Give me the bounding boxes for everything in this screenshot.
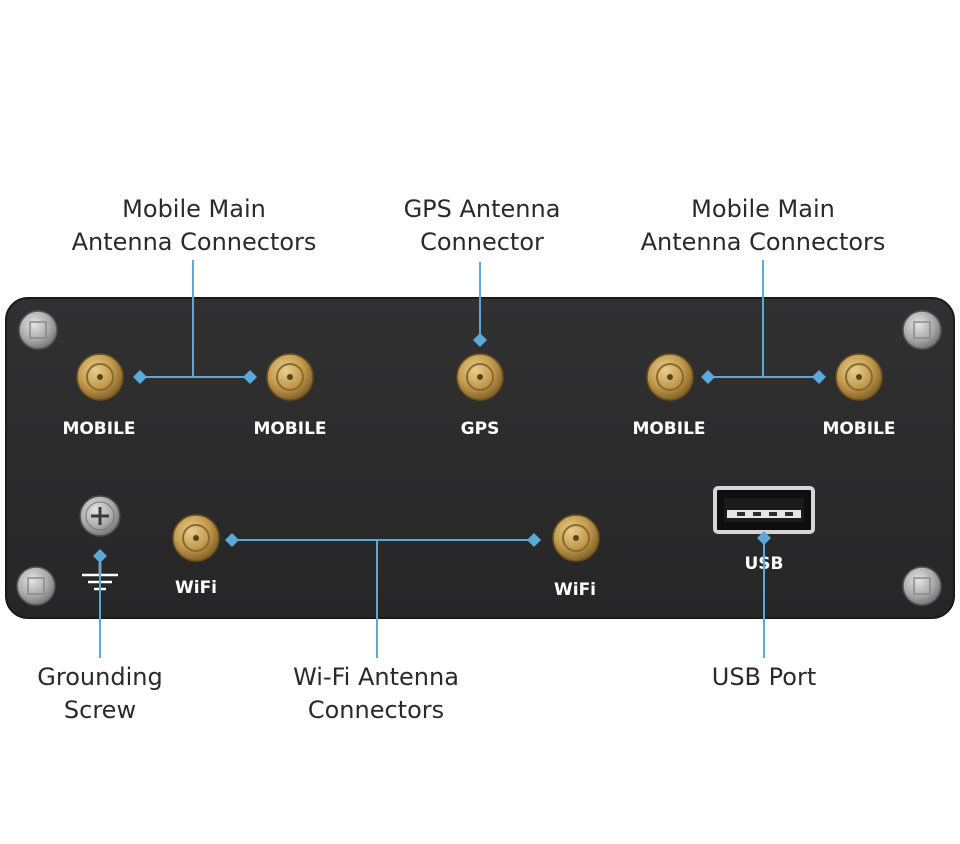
callout-line: Antenna Connectors (71, 228, 317, 256)
wifi-port-label: WiFi (554, 580, 596, 600)
mobile-port-label: MOBILE (253, 419, 326, 439)
callout-line: Mobile Main (122, 195, 266, 223)
diamond-marker (243, 370, 257, 384)
diamond-marker (812, 370, 826, 384)
diamond-marker (133, 370, 147, 384)
callout-line: Connector (420, 228, 544, 256)
mobile-port-label: MOBILE (822, 419, 895, 439)
callout-gps-antenna: GPS Antenna Connector (362, 193, 602, 259)
gps-port-label: GPS (461, 419, 500, 439)
grounding-screw-icon (79, 495, 121, 537)
callout-line: USB Port (711, 663, 817, 691)
callout-usb-port: USB Port (664, 661, 864, 694)
mobile-connector-icon (266, 353, 314, 401)
callout-line: Wi-Fi Antenna (293, 663, 459, 691)
diamond-marker (93, 549, 107, 563)
callout-line: Connectors (307, 696, 445, 724)
wifi-connector-icon (552, 514, 600, 562)
gps-connector-icon (456, 353, 504, 401)
mobile-port-label: MOBILE (632, 419, 705, 439)
wifi-connector-icon (172, 514, 220, 562)
mobile-connector-icon (646, 353, 694, 401)
callout-wifi-antenna: Wi-Fi Antenna Connectors (256, 661, 496, 727)
callout-line: Grounding (37, 663, 163, 691)
corner-screw-icon (18, 310, 58, 350)
corner-screw-icon (902, 566, 942, 606)
callout-grounding-screw: Grounding Screw (10, 661, 190, 727)
mobile-connector-icon (835, 353, 883, 401)
corner-screw-icon (16, 566, 56, 606)
usb-port-icon (713, 486, 815, 534)
diamond-marker (225, 533, 239, 547)
diamond-marker (701, 370, 715, 384)
callout-line: GPS Antenna (403, 195, 561, 223)
wifi-port-label: WiFi (175, 578, 217, 598)
diamond-marker (527, 533, 541, 547)
diamond-marker (473, 333, 487, 347)
corner-screw-icon (902, 310, 942, 350)
callout-line: Antenna Connectors (640, 228, 886, 256)
callout-mobile-main-left: Mobile Main Antenna Connectors (44, 193, 344, 259)
mobile-connector-icon (76, 353, 124, 401)
diamond-marker (757, 531, 771, 545)
mobile-port-label: MOBILE (62, 419, 135, 439)
callout-line: Mobile Main (691, 195, 835, 223)
callout-mobile-main-right: Mobile Main Antenna Connectors (613, 193, 913, 259)
callout-line: Screw (63, 696, 137, 724)
